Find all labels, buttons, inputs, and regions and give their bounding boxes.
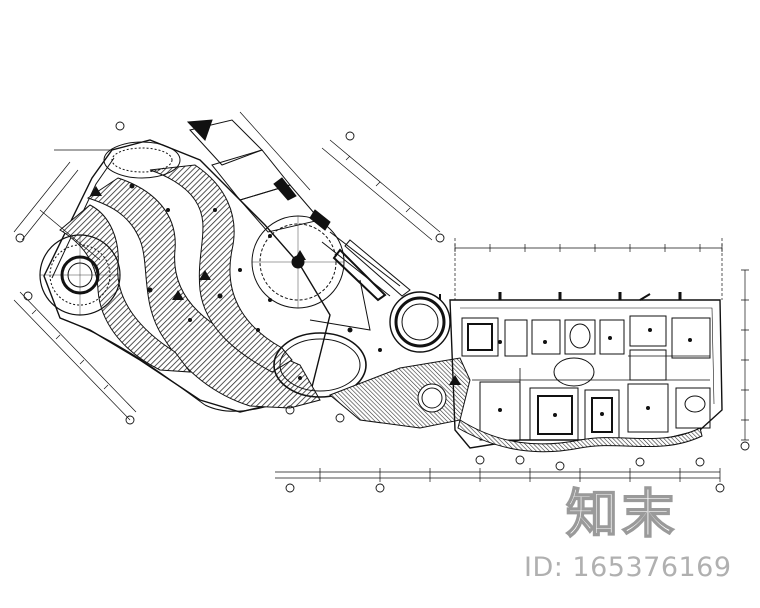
- dimension-lines: [13, 111, 749, 482]
- round-feature-left: [39, 234, 121, 316]
- section-tags: [15, 121, 750, 493]
- hatched-band-middle: [149, 164, 293, 373]
- circle-mid-left: [251, 215, 345, 309]
- corridor-walls: [309, 231, 401, 331]
- round-room-center: [389, 291, 451, 353]
- right-wing-outline: [449, 299, 723, 449]
- watermark-brand: 知末: [565, 484, 679, 546]
- triangle-markers: [90, 186, 461, 385]
- spot-lights: [129, 183, 692, 417]
- watermark-id: ID: 165376169: [524, 552, 732, 583]
- top-rooms: [186, 119, 411, 302]
- hatched-lobby: [329, 357, 471, 429]
- oval-top-left: [103, 141, 181, 179]
- oval-bottom-center: [273, 332, 367, 398]
- right-wing-rooms: [439, 292, 711, 441]
- right-wing-hatch: [457, 419, 703, 453]
